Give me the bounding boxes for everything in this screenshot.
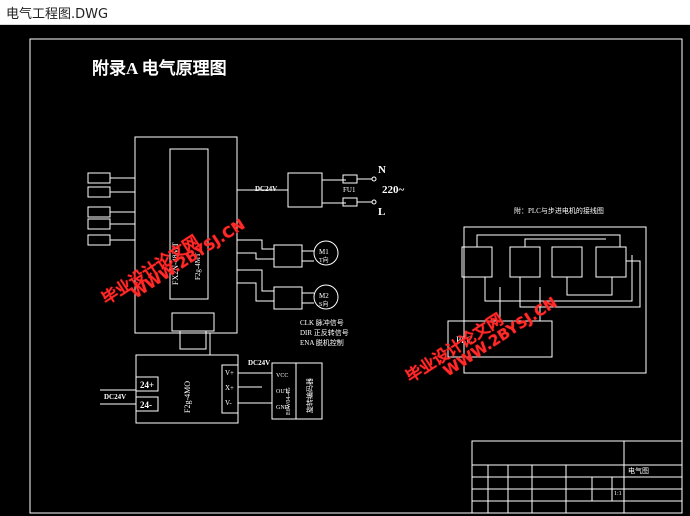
svg-text:ENA 脱机控制: ENA 脱机控制 bbox=[300, 338, 344, 347]
svg-text:电气图: 电气图 bbox=[628, 466, 649, 475]
svg-text:FX2N-48MT: FX2N-48MT bbox=[171, 242, 180, 285]
svg-text:L: L bbox=[378, 206, 385, 218]
window-title: 电气工程图.DWG bbox=[6, 7, 109, 22]
right-frame bbox=[463, 226, 647, 374]
svg-text:E6W04-4G: E6W04-4G bbox=[286, 387, 292, 415]
drawing-border bbox=[29, 38, 683, 514]
svg-text:V-: V- bbox=[225, 399, 232, 407]
svg-text:GND: GND bbox=[276, 405, 290, 411]
svg-text:DC24V: DC24V bbox=[104, 393, 126, 401]
cad-drawing-canvas[interactable]: 附录A 电气原理图 N L 220~ FU1 DC24V FX2N-48MT F… bbox=[0, 25, 690, 516]
svg-text:220~: 220~ bbox=[382, 184, 405, 196]
svg-text:M1: M1 bbox=[319, 248, 329, 256]
motor-m1 bbox=[313, 240, 339, 266]
controller-chip bbox=[169, 148, 209, 300]
transformer bbox=[287, 172, 323, 208]
svg-text:F2g-4MT: F2g-4MT bbox=[194, 252, 202, 280]
window-titlebar: 电气工程图.DWG bbox=[0, 0, 690, 25]
svg-text:X+: X+ bbox=[225, 384, 234, 392]
drawing-heading: 附录A 电气原理图 bbox=[92, 58, 227, 78]
svg-text:V+: V+ bbox=[225, 369, 234, 377]
driver-m2 bbox=[273, 286, 303, 310]
svg-text:N: N bbox=[378, 164, 386, 176]
svg-text:FU1: FU1 bbox=[343, 186, 356, 194]
fuse-box bbox=[342, 174, 358, 184]
electrical-schematic: 附录A 电气原理图 N L 220~ FU1 DC24V FX2N-48MT F… bbox=[29, 38, 683, 514]
controller-board bbox=[134, 136, 238, 334]
svg-text:T向: T向 bbox=[319, 256, 329, 264]
motor-m2 bbox=[313, 284, 339, 310]
svg-text:DIR 正反转信号: DIR 正反转信号 bbox=[300, 328, 349, 337]
svg-text:附：PLC与步进电机的接线图: 附：PLC与步进电机的接线图 bbox=[514, 206, 604, 215]
svg-text:PLC: PLC bbox=[456, 335, 473, 345]
svg-text:旋转编码器: 旋转编码器 bbox=[305, 378, 314, 413]
svg-text:24+: 24+ bbox=[140, 380, 154, 390]
svg-text:OUT: OUT bbox=[276, 389, 289, 395]
svg-text:DC24V: DC24V bbox=[248, 359, 270, 367]
encoder-body bbox=[295, 362, 323, 420]
svg-text:VCC: VCC bbox=[276, 373, 288, 379]
svg-text:S向: S向 bbox=[319, 300, 328, 308]
svg-text:24-: 24- bbox=[140, 400, 152, 410]
svg-text:1:1: 1:1 bbox=[614, 491, 622, 497]
svg-text:F2g-4MO: F2g-4MO bbox=[183, 381, 192, 413]
svg-text:M2: M2 bbox=[319, 292, 329, 300]
driver-m1 bbox=[273, 244, 303, 268]
svg-text:DC24V: DC24V bbox=[255, 185, 277, 193]
svg-text:CLK 脉冲信号: CLK 脉冲信号 bbox=[300, 318, 344, 327]
